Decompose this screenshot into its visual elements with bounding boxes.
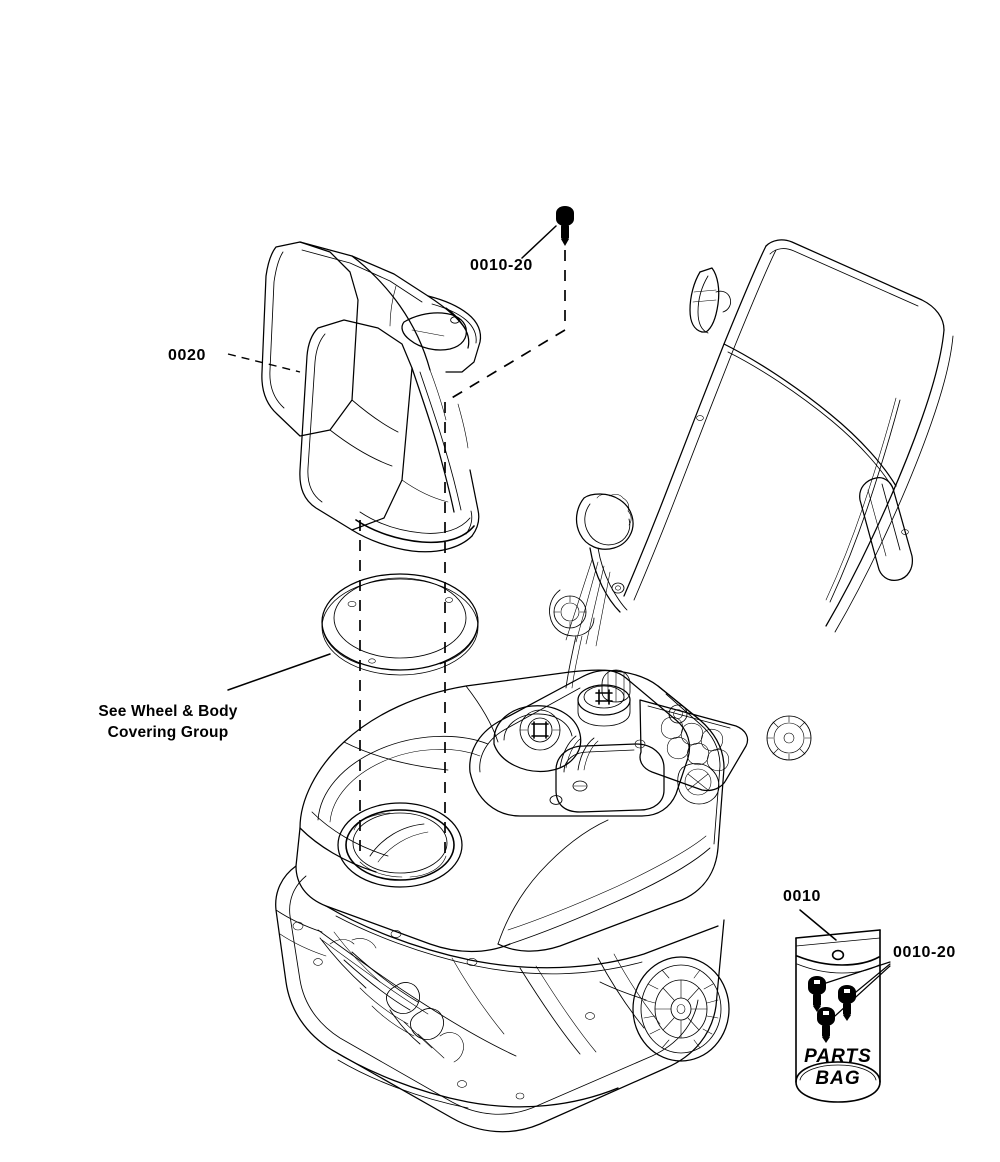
bag-screw-3 (817, 1007, 835, 1043)
chute-crank-assembly (549, 493, 634, 689)
bag-screw-1 (808, 976, 826, 1012)
parts-bag-label-line1: PARTS (804, 1046, 872, 1067)
callout-0010-20-top: 0010-20 (470, 225, 557, 274)
auger (317, 929, 517, 1063)
handle-knob (766, 715, 812, 761)
callout-0010: 0010 (783, 888, 837, 941)
chute-deflector-assembly (261, 241, 482, 553)
callout-0020-leader (227, 353, 301, 373)
note-wheel-body-covering-group: See Wheel & Body Covering Group (98, 653, 331, 741)
callout-0010-label: 0010 (783, 888, 821, 905)
callout-0010-20-bag-leader-3 (834, 965, 891, 1017)
callout-0010-leader (799, 909, 837, 941)
callout-0010-20-bag-leader-1 (825, 961, 891, 984)
callout-0010-20-bag-label: 0010-20 (893, 944, 956, 961)
note-leader-line (227, 653, 331, 691)
assembly-dashed-lines (359, 250, 566, 860)
bag-screw-2 (838, 985, 856, 1021)
screw-top (556, 206, 574, 246)
callout-0010-20-bag-leader-2 (855, 963, 891, 993)
callout-0020-label: 0020 (168, 347, 206, 364)
parts-bag: PARTS BAG (795, 929, 881, 1103)
snow-thrower-machine (275, 239, 954, 1133)
callout-0010-20-bag: 0010-20 (825, 944, 956, 1017)
wheel (599, 956, 730, 1062)
drive-cover-detail (319, 931, 445, 1059)
machine-body-cover (295, 669, 725, 953)
muffler-grille-slots (660, 716, 730, 772)
handle-assembly (623, 239, 954, 761)
callout-0010-20-top-leader (521, 225, 557, 259)
callout-0010-20-top-label: 0010-20 (470, 257, 533, 274)
assembly-line-diagonal (444, 329, 566, 403)
parts-bag-label-line2: BAG (815, 1068, 860, 1089)
callout-0020: 0020 (168, 347, 301, 373)
chute-mounting-ring (321, 573, 479, 676)
engine-assembly (469, 669, 749, 817)
note-line-2: Covering Group (108, 724, 229, 741)
note-line-1: See Wheel & Body (98, 703, 237, 720)
